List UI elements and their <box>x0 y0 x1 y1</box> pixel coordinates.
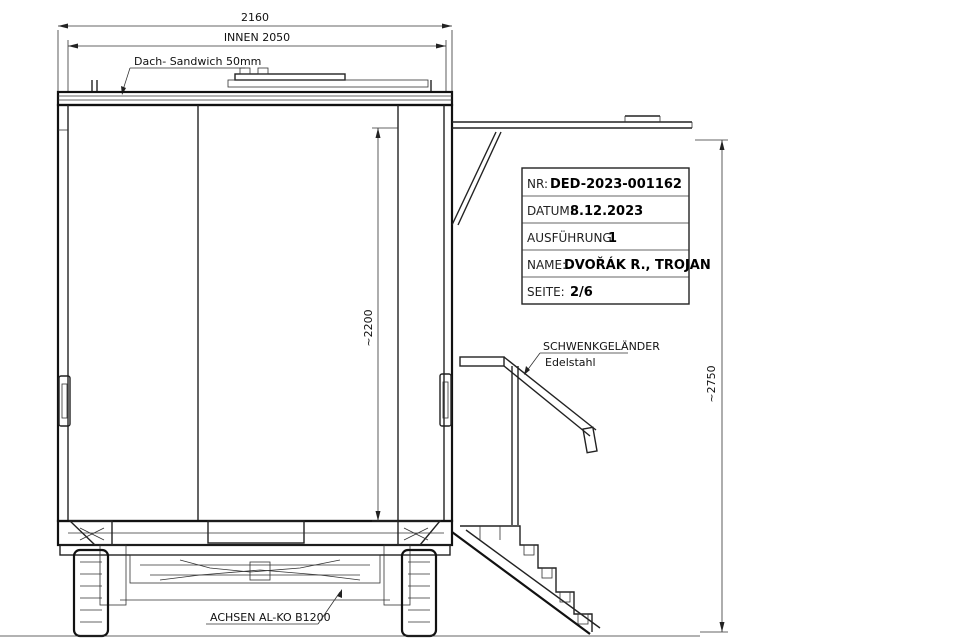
dimension-total-height: ~2750 <box>695 139 728 633</box>
nr-label: NR: <box>527 177 548 191</box>
page-value: 2/6 <box>570 285 593 300</box>
overall-width-label: 2160 <box>241 11 269 24</box>
entry-steps <box>451 525 601 635</box>
version-value: 1 <box>608 231 617 246</box>
inner-width-label: INNEN 2050 <box>224 31 290 44</box>
axle-note-label: ACHSEN AL-KO B1200 <box>210 611 331 624</box>
awning <box>451 115 693 226</box>
roof-note-label: Dach- Sandwich 50mm <box>134 55 261 68</box>
roof-note: Dach- Sandwich 50mm <box>121 55 261 95</box>
total-height-label: ~2750 <box>705 365 718 402</box>
swing-railing <box>459 356 598 525</box>
dimension-inner-width: INNEN 2050 <box>67 31 447 92</box>
railing-material: Edelstahl <box>545 356 596 369</box>
version-label: AUSFÜHRUNG <box>527 229 612 245</box>
railing-note: SCHWENKGELÄNDER Edelstahl <box>524 340 660 375</box>
wheel-left <box>72 548 110 638</box>
dimension-overall-width: 2160 <box>57 11 453 92</box>
dimension-inner-height: ~2200 <box>362 127 398 522</box>
nr-value: DED-2023-001162 <box>550 177 682 192</box>
name-value: DVOŘÁK R., TROJAN <box>564 257 711 273</box>
page-label: SEITE: <box>527 285 565 299</box>
wheel-right <box>400 548 438 638</box>
title-block: NR: DED-2023-001162 DATUM: 8.12.2023 AUS… <box>521 167 711 305</box>
railing-title: SCHWENKGELÄNDER <box>543 340 660 353</box>
axle-note: ACHSEN AL-KO B1200 <box>206 589 342 625</box>
trailer-body <box>56 67 454 638</box>
date-label: DATUM: <box>527 204 574 218</box>
date-value: 8.12.2023 <box>570 204 643 219</box>
inner-height-label: ~2200 <box>362 309 375 346</box>
name-label: NAME: <box>527 258 566 272</box>
